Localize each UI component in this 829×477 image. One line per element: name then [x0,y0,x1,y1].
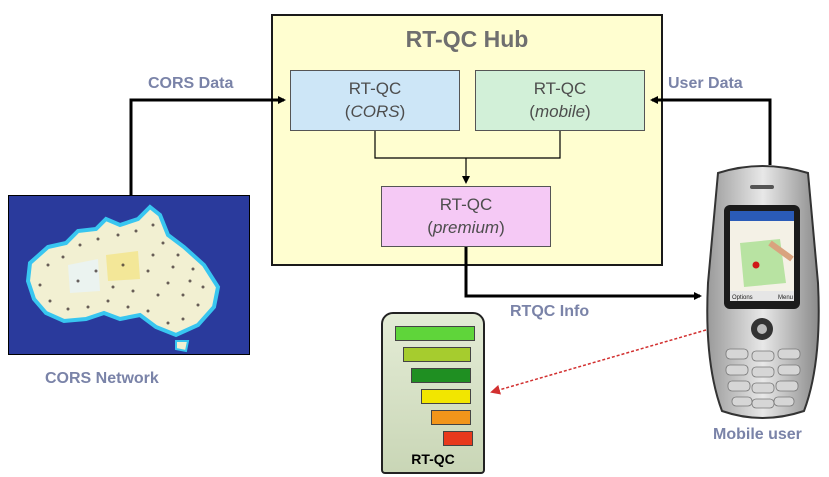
hub-title: RT-QC Hub [405,26,529,52]
rtqc-mobile-sub: mobile [534,102,586,121]
cors-data-label: CORS Data [148,75,234,92]
level-bar-2 [403,347,471,362]
level-bar-3 [411,368,471,383]
level-bar-5 [431,410,471,425]
rtqc-cors-node: RT-QC (CORS) [290,70,460,131]
australia-map-image [8,195,250,355]
level-bar-6 [443,431,473,446]
mobile-user-label: Mobile user [713,426,802,443]
rtqc-premium-title: RT-QC [439,195,493,214]
level-bar-1 [395,326,475,341]
rtqc-cors-title: RT-QC [348,79,402,98]
cors-network-label: CORS Network [45,370,159,387]
cors-data-arrow [129,96,286,195]
rtqc-info-label: RTQC Info [510,303,590,320]
rtqc-info-arrow [464,247,702,300]
mobile-phone-image: Options Menu [706,165,820,419]
right-softkey-label: Menu [778,295,793,301]
rtqc-mobile-title: RT-QC [533,79,587,98]
left-softkey-label: Options [732,295,753,301]
user-data-arrow [650,96,772,165]
rtqc-premium-node: RT-QC (premium) [381,186,551,247]
user-data-label: User Data [668,75,743,92]
rtqc-mobile-node: RT-QC (mobile) [475,70,645,131]
rtqc-cors-sub: CORS [350,102,400,121]
cors-to-premium-line [374,131,561,159]
indicator-label: RT-QC [411,451,455,467]
level-bar-4 [421,389,471,404]
rtqc-premium-sub: premium [432,218,500,237]
phone-to-indicator-arrow [490,329,707,395]
rtqc-quality-indicator: RT-QC [381,312,485,474]
